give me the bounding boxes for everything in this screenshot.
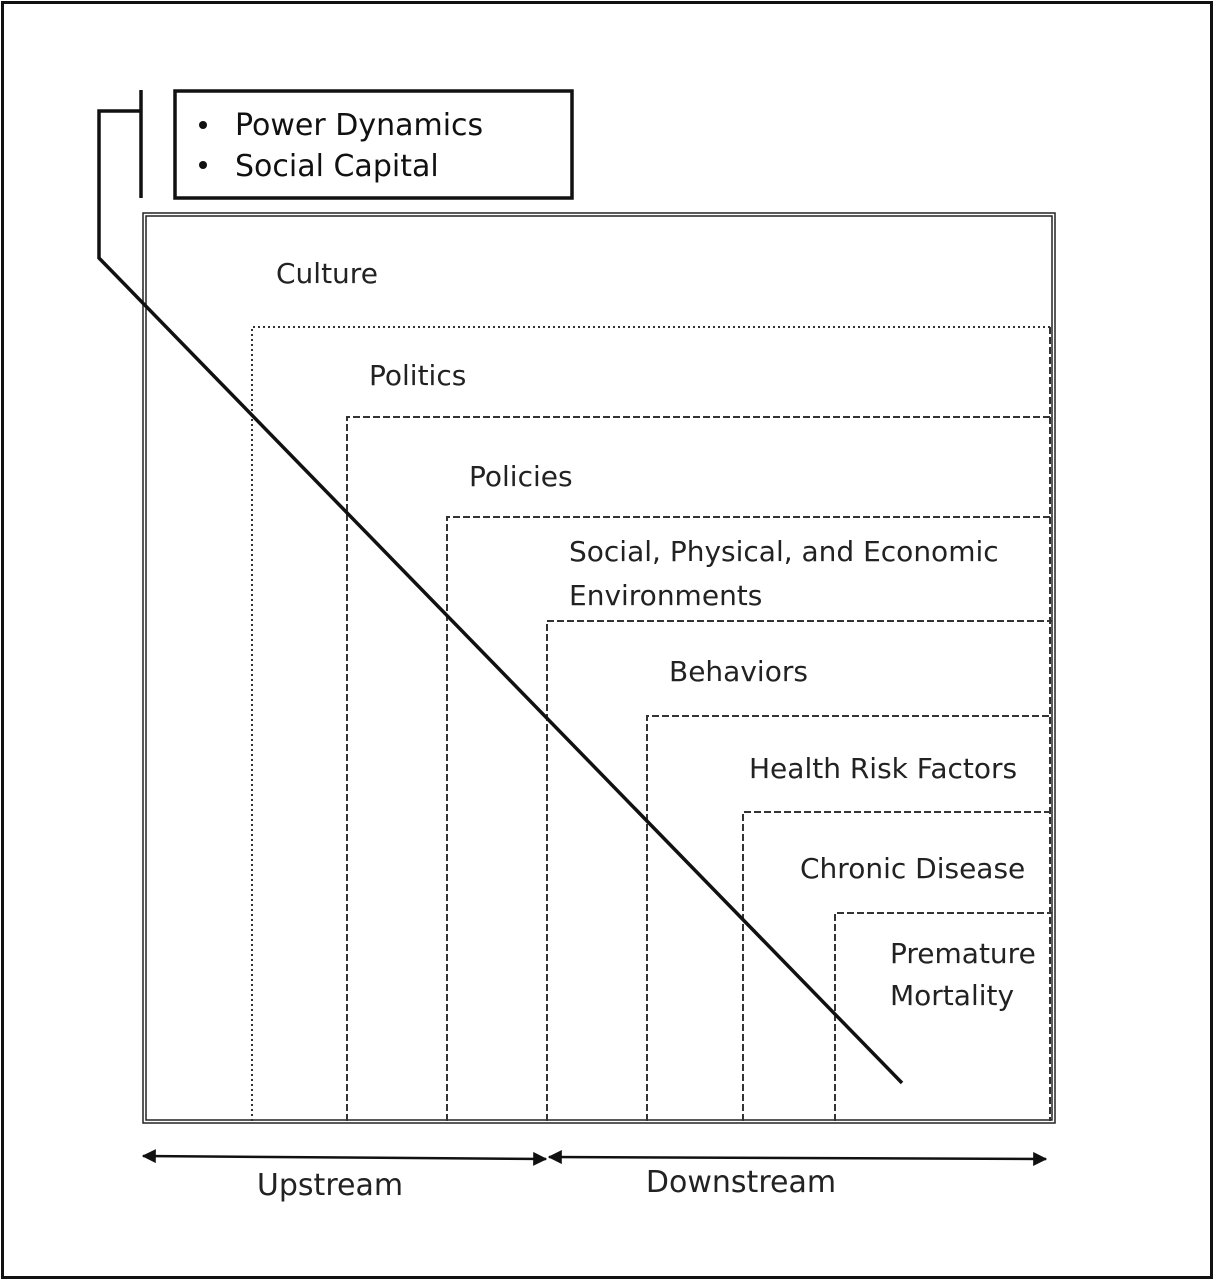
downstream-label: Downstream — [646, 1165, 836, 1200]
downstream-arrow — [547, 1150, 1048, 1166]
layer-label-environments-line1: Social, Physical, and Economic — [569, 535, 999, 568]
upstream-label: Upstream — [257, 1168, 403, 1203]
factor-item-social-capital: Social Capital — [235, 149, 439, 184]
upstream-arrow — [141, 1149, 548, 1166]
chronic-disease-box — [742, 811, 1052, 1121]
culture-box — [142, 212, 1056, 1124]
premature-mortality-box — [834, 912, 1052, 1121]
layer-label-health-risk-factors: Health Risk Factors — [749, 752, 1017, 785]
layer-label-culture: Culture — [276, 257, 378, 290]
layer-label-chronic-disease: Chronic Disease — [800, 852, 1025, 885]
gradient-line — [97, 109, 904, 1085]
bullet-icon — [199, 161, 207, 169]
policies-box — [346, 416, 1052, 1121]
layer-label-policies: Policies — [469, 460, 573, 493]
bullet-icon — [199, 121, 207, 129]
layer-label-behaviors: Behaviors — [669, 655, 808, 688]
factor-item-power-dynamics: Power Dynamics — [235, 108, 483, 143]
layer-label-premature-mortality-line1: Premature — [890, 937, 1036, 970]
behaviors-box — [546, 620, 1052, 1121]
factors-box — [173, 89, 574, 200]
layer-label-environments-line2: Environments — [569, 579, 762, 612]
layer-label-politics: Politics — [369, 359, 466, 392]
health-risk-factors-box — [646, 715, 1052, 1121]
layer-label-premature-mortality-line2: Mortality — [890, 979, 1014, 1012]
environments-box — [446, 516, 1052, 1121]
